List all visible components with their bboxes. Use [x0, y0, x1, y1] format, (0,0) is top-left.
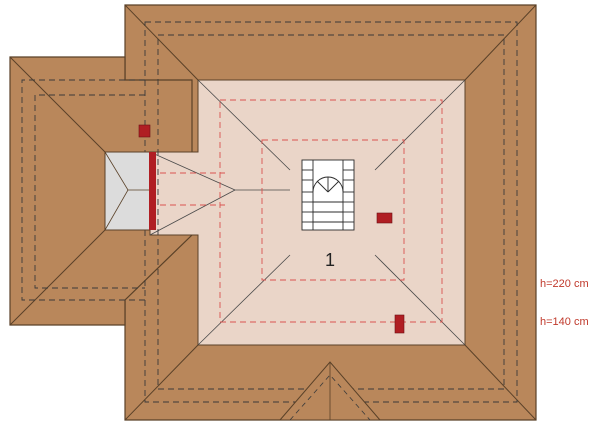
staircase	[301, 159, 355, 231]
dormer-wall	[149, 152, 156, 230]
front-gable	[278, 361, 382, 421]
room-number: 1	[325, 250, 335, 270]
chimney-1	[138, 124, 151, 138]
dormer	[104, 151, 156, 231]
hip-lines	[9, 4, 537, 421]
line-h220	[261, 139, 405, 281]
height-label-140: h=140 cm	[540, 316, 589, 328]
height-lines	[160, 99, 443, 323]
chimney-2	[376, 212, 393, 224]
height-label-220: h=220 cm	[540, 278, 589, 290]
floor-diagonals	[149, 79, 466, 346]
chimneys	[138, 124, 405, 334]
line-h140	[219, 99, 443, 323]
chimney-3	[394, 314, 405, 334]
